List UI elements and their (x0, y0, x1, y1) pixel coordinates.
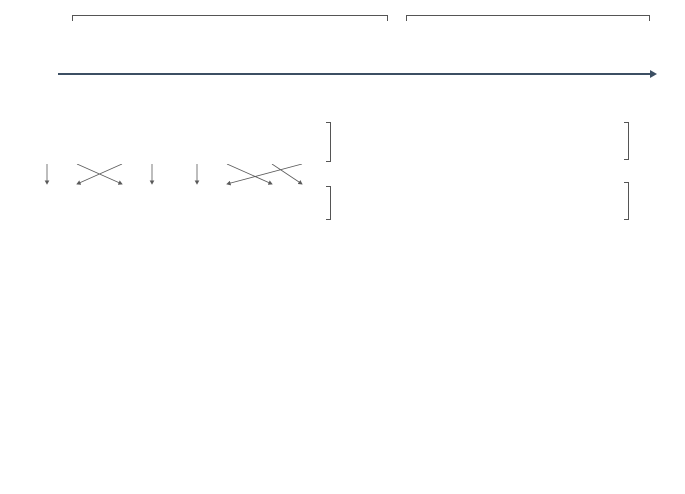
rl-task-group-brace (72, 15, 388, 21)
timeline-line (58, 73, 650, 75)
learning-bracket (326, 122, 331, 162)
hdi-bar-chart (336, 240, 498, 494)
rl-transfer-bracket (326, 186, 331, 220)
world-map (0, 246, 336, 490)
transfer-mapping-arrows (44, 164, 303, 186)
risk-bracket (624, 122, 629, 160)
lottery-transfer-bracket (624, 182, 629, 220)
cultural-distance-scatter (490, 240, 685, 494)
lottery-task-group-brace (406, 15, 650, 21)
timeline-arrowhead (650, 70, 657, 78)
